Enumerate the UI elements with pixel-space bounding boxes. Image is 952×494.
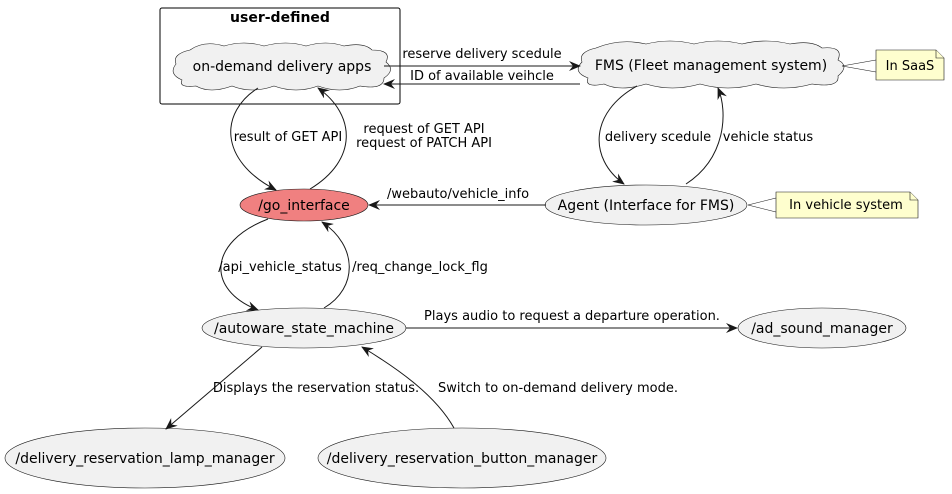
edge-delivery-scedule: delivery scedule [598,85,711,185]
package-title: user-defined [230,10,330,26]
edge-plays-audio-label: Plays audio to request a departure opera… [424,309,720,324]
note-vehicle-system: In vehicle system [747,191,919,219]
go-interface-node[interactable]: /go_interface [239,188,369,222]
ondemand-apps-cloud[interactable]: on-demand delivery apps [172,42,391,91]
note-saas-label: In SaaS [886,59,935,74]
ad-sound-manager-node[interactable]: /ad_sound_manager [737,307,907,349]
agent-label: Agent (Interface for FMS) [558,198,735,214]
edge-request-get-label: request of GET API [363,122,484,137]
note-saas: In SaaS [841,49,945,81]
edge-webauto-label: /webauto/vehicle_info [387,187,529,202]
edge-api-vehicle-status-label: /api_vehicle_status [218,260,342,275]
autoware-state-machine-label: /autoware_state_machine [214,321,394,337]
edge-req-change-lock: /req_change_lock_flg [321,221,488,309]
agent-node[interactable]: Agent (Interface for FMS) [544,184,748,226]
edge-plays-audio: Plays audio to request a departure opera… [406,309,738,333]
edge-vehicle-status-label: vehicle status [723,130,814,145]
edge-displays-label: Displays the reservation status. [213,381,419,396]
edge-req-change-lock-label: /req_change_lock_flg [352,260,488,275]
edge-id-available: ID of available veihcle [383,69,580,89]
edge-displays: Displays the reservation status. [165,346,419,430]
lamp-manager-label: /delivery_reservation_lamp_manager [15,451,275,467]
fms-label: FMS (Fleet management system) [595,58,827,74]
edge-result-get: result of GET API [230,87,343,191]
edge-request-get: request of GET API request of PATCH API [309,87,492,190]
edge-webauto: /webauto/vehicle_info [368,187,546,210]
note-vehicle-system-label: In vehicle system [789,198,903,213]
edge-id-available-label: ID of available veihcle [410,69,554,84]
ad-sound-manager-label: /ad_sound_manager [751,321,893,337]
button-manager-node[interactable]: /delivery_reservation_button_manager [317,427,607,489]
fms-cloud[interactable]: FMS (Fleet management system) [577,40,845,89]
go-interface-label: /go_interface [258,198,350,214]
button-manager-label: /delivery_reservation_button_manager [327,451,598,467]
package-user-defined: user-defined [159,7,401,105]
edge-switch-mode: Switch to on-demand delivery mode. [361,346,678,429]
ondemand-apps-label: on-demand delivery apps [193,59,372,75]
lamp-manager-node[interactable]: /delivery_reservation_lamp_manager [4,427,286,489]
edge-delivery-scedule-label: delivery scedule [605,130,711,145]
edge-vehicle-status: vehicle status [685,87,814,185]
autoware-state-machine-node[interactable]: /autoware_state_machine [201,307,407,349]
edge-request-patch-label: request of PATCH API [356,136,492,151]
edge-api-vehicle-status: /api_vehicle_status [218,218,342,311]
edge-result-get-label: result of GET API [234,130,343,145]
edge-reserve: reserve delivery scedule [384,47,581,71]
edge-reserve-label: reserve delivery scedule [402,47,561,62]
edge-switch-mode-label: Switch to on-demand delivery mode. [438,381,678,396]
